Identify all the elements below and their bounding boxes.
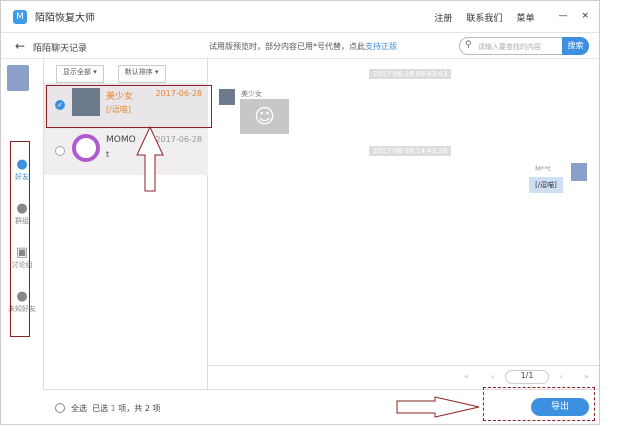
sort-label: 默认排序	[124, 68, 153, 76]
trial-notice: 试用版预览时，部分内容已用*号代替，点此支持正版	[209, 41, 397, 52]
page-indicator[interactable]: 1/1	[505, 370, 549, 384]
contact-avatar	[72, 88, 100, 116]
toolbar: ← 陌陌聊天记录 试用版预览时，部分内容已用*号代替，点此支持正版 ⚲ 请输入要查…	[1, 33, 599, 59]
notice-text: 试用版预览时，部分内容已用*号代替，点此	[209, 42, 365, 51]
checkbox-checked[interactable]: ✓	[55, 100, 65, 110]
last-page-button[interactable]: »	[584, 372, 589, 381]
minimize-button[interactable]: —	[558, 11, 568, 21]
contact-item[interactable]: MOMO 2017-06-28 t	[44, 129, 208, 175]
contact-last-message: t	[106, 150, 110, 159]
checkbox[interactable]	[55, 146, 65, 156]
app-window: M 陌陌恢复大师 注册 联系我们 菜单 — × ← 陌陌聊天记录 试用版预览时，…	[0, 0, 600, 425]
user-avatar	[7, 65, 29, 91]
annotation-box	[46, 85, 212, 128]
contact-date: 2017-06-28	[155, 135, 203, 144]
sender-avatar	[219, 89, 235, 105]
menu-link[interactable]: 菜单	[516, 14, 535, 24]
annotation-up-arrow	[136, 125, 164, 192]
sort-select[interactable]: 默认排序 ▾	[117, 65, 166, 83]
emoji-message: ☺	[240, 99, 289, 134]
first-page-button[interactable]: «	[464, 372, 469, 381]
sidebar-label: 讨论组	[11, 261, 33, 269]
contact-name: 美少女	[106, 92, 134, 102]
select-all-label[interactable]: 全选	[71, 404, 87, 413]
message-timestamp: 2017-06-18 09:43:43	[369, 69, 452, 79]
total-suffix: 项	[152, 404, 161, 413]
annotation-right-arrow	[396, 396, 480, 418]
contact-name: MOMO	[106, 135, 136, 145]
app-title: 陌陌恢复大师	[35, 13, 95, 24]
page-title: 陌陌聊天记录	[33, 44, 88, 54]
chat-panel: 2017-06-18 09:43:43 美少女 ☺ 2017-06-28 14:…	[209, 59, 599, 365]
sidebar-label: 未知好友	[8, 305, 36, 313]
sender-name: M**t	[535, 165, 551, 173]
title-bar: M 陌陌恢复大师 注册 联系我们 菜单 — ×	[1, 1, 599, 33]
selection-summary: 全选 已选 1 项，共 2 项	[71, 403, 160, 414]
sidebar-item-friends[interactable]: ●好友	[5, 157, 39, 182]
app-logo-icon: M	[13, 9, 27, 24]
close-button[interactable]: ×	[581, 11, 589, 21]
sidebar-item-groups[interactable]: ●群组	[5, 201, 39, 226]
contact-item[interactable]: ✓ 美少女 2017-06-28 [/逗喵]	[44, 83, 208, 129]
unknown-user-icon: ●	[16, 289, 28, 304]
show-filter-select[interactable]: 显示全部 ▾	[56, 65, 104, 83]
contact-link[interactable]: 联系我们	[466, 14, 503, 24]
search-placeholder: 请输入要查找的内容	[478, 43, 541, 51]
discussion-icon: ▣	[15, 245, 29, 260]
annotation-box	[10, 141, 30, 337]
my-avatar	[571, 163, 587, 181]
sidebar-label: 群组	[15, 217, 29, 225]
group-icon: ●	[16, 201, 28, 216]
sidebar-item-discussions[interactable]: ▣讨论组	[5, 245, 39, 270]
sidebar-label: 好友	[15, 173, 29, 181]
selected-prefix: 已选	[92, 404, 109, 413]
search-icon: ⚲	[465, 40, 472, 50]
user-icon: ●	[16, 157, 28, 172]
contact-last-message: [/逗喵]	[106, 105, 131, 114]
back-arrow-icon[interactable]: ←	[15, 39, 26, 53]
filter-label: 显示全部	[63, 68, 91, 76]
pagination: « ‹ 1/1 › »	[209, 365, 599, 389]
selected-count: 1	[110, 404, 116, 413]
sender-name: 美少女	[241, 90, 262, 98]
footer: 全选 已选 1 项，共 2 项 导出	[43, 389, 599, 425]
prev-page-button[interactable]: ‹	[491, 372, 495, 381]
export-button[interactable]: 导出	[531, 398, 589, 416]
sidebar-item-unknown[interactable]: ●未知好友	[5, 289, 39, 314]
momo-avatar-icon	[72, 134, 100, 162]
annotation-box	[483, 387, 595, 421]
contact-date: 2017-06-28	[155, 89, 203, 98]
sidebar: ●好友 ●群组 ▣讨论组 ●未知好友	[1, 59, 43, 389]
text-message: [/逗喵]	[529, 177, 563, 193]
search-button[interactable]: 搜索	[562, 37, 589, 55]
message-timestamp: 2017-06-28 14:43:26	[369, 146, 452, 156]
select-all-checkbox[interactable]	[55, 403, 65, 413]
selected-suffix: 项，共	[118, 404, 143, 413]
next-page-button[interactable]: ›	[559, 372, 563, 381]
buy-link[interactable]: 支持正版	[365, 42, 397, 51]
register-link[interactable]: 注册	[434, 14, 453, 24]
contact-list: 显示全部 ▾ 默认排序 ▾ ✓ 美少女 2017-06-28 [/逗喵] MOM…	[43, 59, 208, 389]
total-count: 2	[144, 404, 150, 413]
